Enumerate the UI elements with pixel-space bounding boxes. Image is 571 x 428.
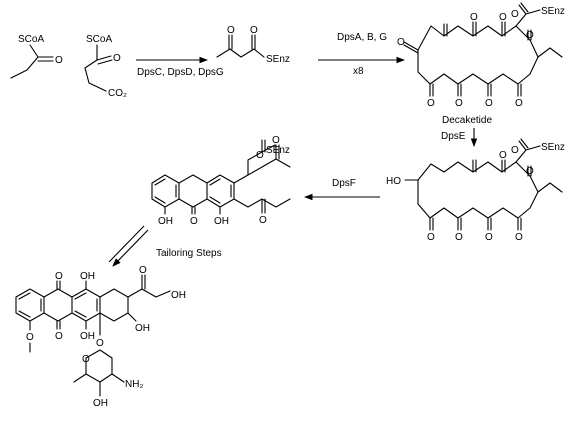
decaketide: O O O O SEnz O O O O O Decaketide	[397, 2, 565, 126]
atom-o: O	[526, 166, 534, 177]
atom-senz: SEnz	[266, 54, 290, 65]
ketoacyl-enz: O O SEnz	[216, 25, 290, 65]
atom-o: O	[55, 331, 63, 342]
atom-scoa: SCoA	[18, 34, 44, 45]
anthracycline-product: O O OH OH O O OH OH O O NH₂ OH	[15, 265, 186, 409]
atom-o: O	[397, 37, 405, 48]
atom-oh: OH	[171, 290, 186, 301]
arrow-extension: DpsA, B, G x8	[318, 32, 406, 77]
atom-oh: OH	[93, 398, 108, 409]
atom-ho: HO	[386, 176, 401, 187]
atom-oh: OH	[80, 331, 95, 342]
atom-oh: OH	[135, 323, 150, 334]
atom-o: O	[526, 30, 534, 41]
atom-o: O	[139, 265, 147, 276]
atom-o: O	[55, 55, 63, 66]
atom-oh: OH	[80, 271, 95, 282]
atom-o: O	[26, 332, 34, 343]
atom-nh2: NH₂	[125, 379, 143, 390]
atom-scoa: SCoA	[86, 34, 112, 45]
atom-o: O	[427, 98, 435, 109]
arrow-tailoring: Tailoring Steps	[108, 225, 222, 267]
label-decaketide: Decaketide	[442, 115, 492, 126]
atom-senz: SEnz	[541, 6, 565, 17]
atom-senz: SEnz	[541, 142, 565, 153]
arrow-dpsF: DpsF	[303, 178, 380, 201]
atom-oh: OH	[158, 216, 173, 227]
atom-o: O	[82, 354, 90, 365]
atom-o: O	[485, 98, 493, 109]
atom-o: O	[511, 9, 519, 20]
atom-o: O	[499, 150, 507, 161]
atom-o: O	[96, 338, 104, 349]
atom-o: O	[190, 216, 198, 227]
reduced-polyketide: HO O O SEnz O O O O O	[386, 138, 565, 243]
label-enzymes-dps-abg: DpsA, B, G	[337, 32, 387, 43]
tricyclic-intermediate: OH O OH O O O SEnz	[151, 135, 291, 227]
atom-o: O	[427, 232, 435, 243]
atom-o: O	[250, 25, 258, 36]
atom-o: O	[272, 135, 280, 146]
atom-senz: SEnz	[266, 145, 290, 156]
atom-o: O	[55, 271, 63, 282]
label-dpsE: DpsE	[441, 131, 466, 142]
atom-o: O	[485, 232, 493, 243]
atom-o: O	[455, 98, 463, 109]
arrow-loading: DpsC, DpsD, DpsG	[136, 56, 224, 78]
label-times-8: x8	[353, 66, 364, 77]
propionyl-coa: SCoA O	[10, 34, 63, 79]
atom-o: O	[515, 232, 523, 243]
atom-o: O	[499, 12, 507, 23]
malonyl-coa: SCoA O CO₂	[84, 34, 127, 99]
atom-o: O	[455, 232, 463, 243]
atom-o: O	[259, 215, 267, 226]
atom-o: O	[227, 25, 235, 36]
label-dpsF: DpsF	[332, 178, 356, 189]
atom-o: O	[515, 98, 523, 109]
atom-co2: CO₂	[108, 88, 127, 99]
atom-o: O	[256, 150, 264, 161]
atom-o: O	[113, 53, 121, 64]
label-tailoring: Tailoring Steps	[156, 248, 222, 259]
label-enzymes-dps-cdg: DpsC, DpsD, DpsG	[137, 67, 224, 78]
atom-oh: OH	[214, 216, 229, 227]
atom-o: O	[511, 145, 519, 156]
arrow-dpsE: DpsE	[441, 128, 478, 148]
atom-o: O	[470, 12, 478, 23]
